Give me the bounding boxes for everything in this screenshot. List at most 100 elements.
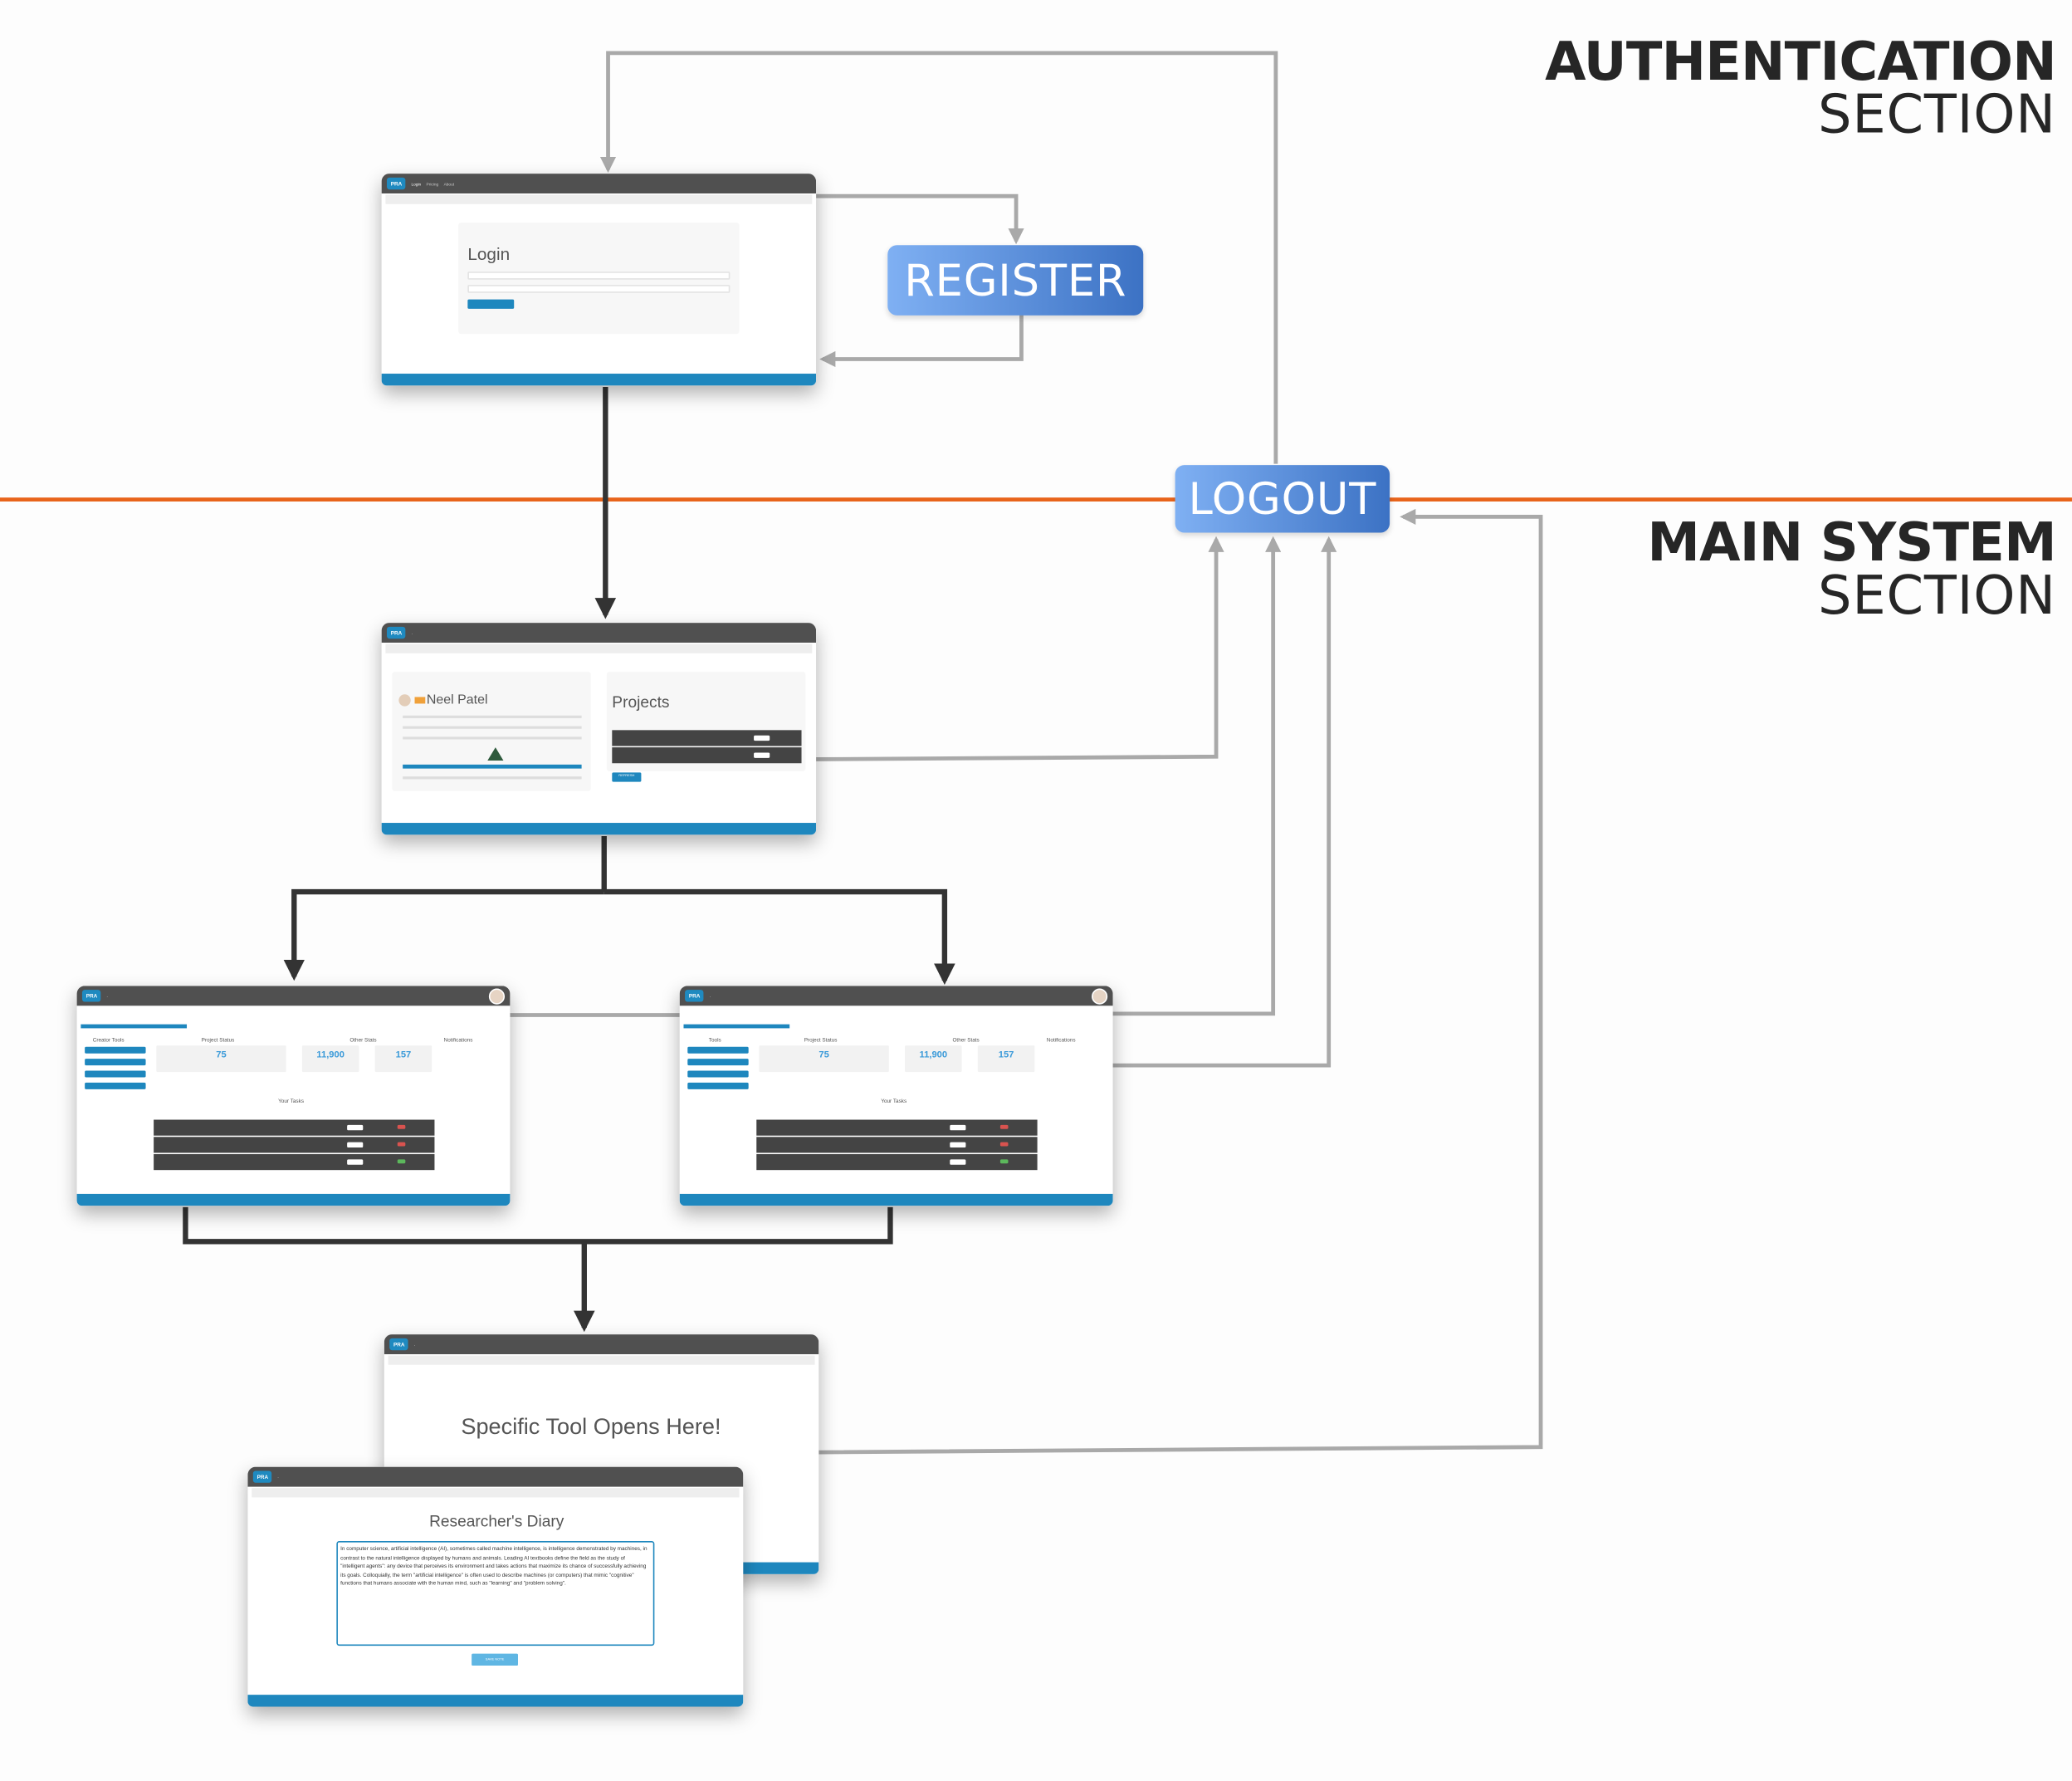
avatar: [398, 694, 411, 707]
task-action-button[interactable]: [347, 1159, 364, 1165]
nav-login[interactable]: Login: [411, 180, 422, 187]
progress-bar: [683, 1024, 790, 1029]
tool-button[interactable]: [687, 1046, 749, 1053]
tool-placeholder-title: Specific Tool Opens Here!: [461, 1413, 721, 1440]
tool-button[interactable]: [687, 1082, 749, 1089]
tools-label: Tools: [708, 1035, 721, 1043]
password-input[interactable]: [467, 285, 731, 293]
creator-tools-screen: PRA · Creator Tools Project Status Other…: [76, 986, 511, 1206]
task-action-button[interactable]: [950, 1124, 966, 1131]
arrow-tool-to-logout: [819, 508, 1543, 1455]
notifications-label: Notifications: [443, 1035, 473, 1043]
notifications-label: Notifications: [1046, 1035, 1076, 1043]
stat-value: 157: [395, 1050, 412, 1060]
avatar[interactable]: [488, 988, 506, 1005]
login-submit-button[interactable]: [467, 299, 515, 309]
task-action-button[interactable]: [950, 1142, 966, 1148]
logout-button[interactable]: LOGOUT: [1175, 465, 1390, 533]
stat-value: 75: [216, 1050, 227, 1060]
tools-screen: PRA · Tools Project Status Other Stats N…: [679, 986, 1113, 1206]
status-badge: [999, 1124, 1009, 1128]
nav-home[interactable]: ·: [106, 993, 108, 999]
tool-button[interactable]: [687, 1059, 749, 1065]
status-badge: [999, 1142, 1009, 1146]
arrow-dashboard-to-creator: [283, 888, 604, 981]
login-title: Login: [467, 243, 511, 264]
tool-button[interactable]: [85, 1082, 146, 1089]
app-logo: PRA: [387, 626, 407, 639]
table-row[interactable]: [612, 730, 802, 746]
username-input[interactable]: [467, 272, 731, 280]
other-stats-label: Other Stats: [952, 1035, 980, 1043]
tool-button[interactable]: [85, 1059, 146, 1065]
stat-value: 11,900: [316, 1050, 345, 1060]
footer: [381, 823, 817, 835]
app-logo: PRA: [387, 177, 407, 190]
task-row[interactable]: [756, 1137, 1038, 1153]
table-row[interactable]: [612, 747, 802, 764]
nav-login[interactable]: ·: [411, 629, 413, 636]
tool-button[interactable]: [687, 1070, 749, 1077]
top-navbar: PRA Login Pricing About: [381, 174, 817, 194]
dashboard-screen: PRA · Neel Patel Projects REFRESH: [381, 623, 817, 835]
task-action-button[interactable]: [347, 1124, 364, 1131]
refresh-button[interactable]: REFRESH: [612, 772, 642, 782]
top-navbar: PRA ·: [381, 623, 817, 643]
open-project-button[interactable]: [754, 735, 770, 741]
top-navbar: PRA ·: [384, 1334, 819, 1355]
nav-about[interactable]: About: [443, 180, 455, 187]
notice-bar: [385, 194, 813, 204]
arrow-dashboard-to-tools: [604, 888, 955, 986]
task-row[interactable]: [154, 1137, 435, 1153]
status-badge: [999, 1159, 1009, 1163]
nav-pricing[interactable]: Pricing: [426, 180, 439, 187]
diary-title: Researcher's Diary: [429, 1511, 564, 1531]
task-action-button[interactable]: [950, 1159, 966, 1165]
top-navbar: PRA ·: [247, 1466, 744, 1487]
task-row[interactable]: [756, 1154, 1038, 1171]
arrow-login-to-register: [816, 193, 1024, 245]
main-section-title: MAIN SYSTEM SECTION: [1647, 512, 2056, 627]
task-action-button[interactable]: [347, 1142, 364, 1148]
status-badge: [397, 1142, 406, 1146]
progress-bar: [403, 764, 582, 769]
profile-line: [403, 715, 582, 718]
save-note-button[interactable]: SAVE NOTE: [472, 1653, 518, 1666]
nav-login[interactable]: ·: [277, 1474, 279, 1480]
stat-box: 157: [374, 1045, 432, 1073]
arrow-tools-merge: [183, 1206, 893, 1245]
tool-button[interactable]: [85, 1070, 146, 1077]
task-row[interactable]: [154, 1154, 435, 1171]
task-row[interactable]: [154, 1119, 435, 1136]
footer: [247, 1695, 744, 1707]
main-section-light: SECTION: [1817, 565, 2056, 627]
researchers-diary-screen: PRA · Researcher's Diary In computer sci…: [247, 1466, 744, 1707]
app-logo: PRA: [685, 990, 705, 1002]
main-section-bold: MAIN SYSTEM: [1647, 512, 2056, 575]
profile-line: [403, 726, 582, 729]
task-row[interactable]: [756, 1119, 1038, 1136]
your-tasks-label: Your Tasks: [278, 1097, 305, 1104]
notice-bar: [388, 1355, 815, 1365]
breadcrumb: [252, 1488, 740, 1498]
footer: [679, 1193, 1113, 1206]
projects-title: Projects: [612, 692, 670, 712]
app-logo: PRA: [81, 990, 102, 1002]
stat-box: 11,900: [904, 1045, 962, 1073]
nav-home[interactable]: ·: [709, 993, 711, 999]
register-button[interactable]: REGISTER: [887, 245, 1144, 316]
tool-button[interactable]: [85, 1046, 146, 1053]
nav-login[interactable]: ·: [413, 1341, 416, 1348]
diary-textarea[interactable]: In computer science, artificial intellig…: [336, 1541, 655, 1646]
stat-value: 11,900: [919, 1050, 948, 1060]
user-name: Neel Patel: [426, 692, 488, 708]
project-status-label: Project Status: [804, 1035, 838, 1043]
avatar[interactable]: [1092, 988, 1108, 1005]
progress-bar: [81, 1024, 188, 1029]
stat-box: 75: [759, 1045, 889, 1073]
arrow-tools-left-to-logout: [1112, 536, 1282, 1016]
arrow-logout-to-login: [599, 51, 1278, 464]
top-navbar: PRA ·: [679, 986, 1113, 1006]
open-project-button[interactable]: [754, 752, 770, 758]
